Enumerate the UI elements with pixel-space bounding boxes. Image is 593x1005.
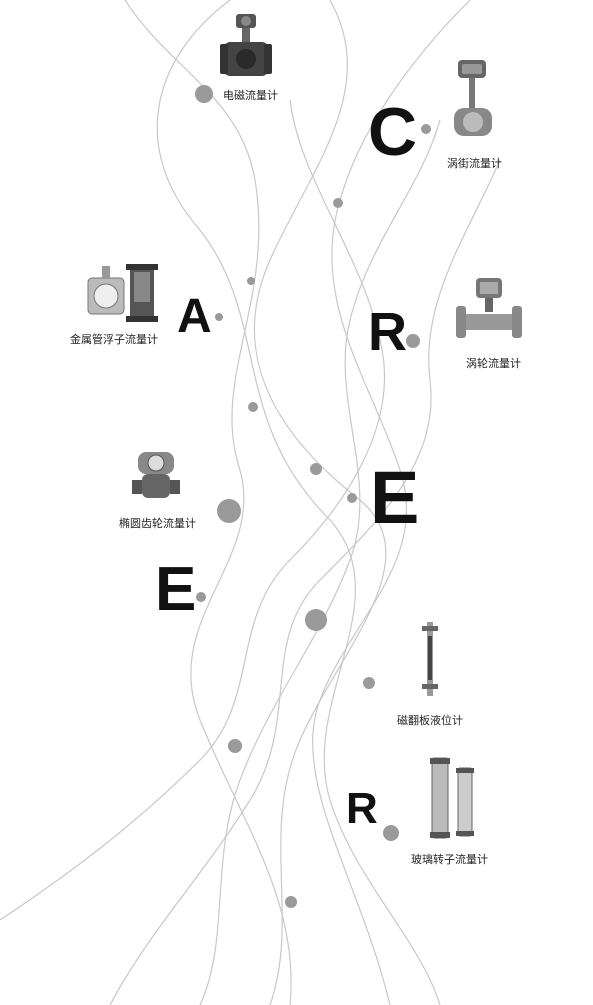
node <box>406 334 420 348</box>
node <box>285 896 297 908</box>
curve-5 <box>0 99 385 921</box>
vortex-flowmeter-icon <box>454 60 492 136</box>
letter-r-bottom: R <box>346 784 378 833</box>
metal-tube-float-flowmeter-icon <box>87 264 158 322</box>
curve-7 <box>199 119 441 1005</box>
curve-4 <box>312 0 471 1005</box>
curve-3 <box>253 0 387 1005</box>
letter-e-left: E <box>155 555 197 624</box>
oval-gear-flowmeter-icon <box>132 452 180 498</box>
caption-electromagnetic-flowmeter: 电磁流量计 <box>223 89 278 102</box>
letter-c: C <box>368 94 418 170</box>
node <box>195 85 213 103</box>
magnetic-level-gauge-icon <box>422 622 438 696</box>
curve-1 <box>124 0 292 1005</box>
node <box>196 592 206 602</box>
caption-magnetic-level-gauge: 磁翻板液位计 <box>397 714 463 727</box>
node <box>333 198 343 208</box>
node <box>217 499 241 523</box>
caption-turbine-flowmeter: 涡轮流量计 <box>466 357 521 370</box>
caption-metal-tube-float-flowmeter: 金属管浮子流量计 <box>70 333 158 346</box>
node <box>305 609 327 631</box>
node <box>421 124 431 134</box>
node <box>347 493 357 503</box>
node <box>247 277 255 285</box>
node <box>228 739 242 753</box>
letter-r-top: R <box>368 302 407 362</box>
node <box>383 825 399 841</box>
node <box>248 402 258 412</box>
node <box>363 677 375 689</box>
node <box>215 313 223 321</box>
letter-a: A <box>177 290 212 343</box>
letter-e-right: E <box>370 456 420 539</box>
glass-rotameter-icon <box>430 757 474 839</box>
caption-vortex-flowmeter: 涡街流量计 <box>447 157 502 170</box>
node <box>310 463 322 475</box>
caption-glass-rotameter: 玻璃转子流量计 <box>411 853 488 866</box>
turbine-flowmeter-icon <box>456 278 522 338</box>
curve-2 <box>156 0 441 1005</box>
caption-oval-gear-flowmeter: 椭圆齿轮流量计 <box>119 517 196 530</box>
curve-6 <box>109 159 501 1005</box>
electromagnetic-flowmeter-icon <box>220 14 272 76</box>
